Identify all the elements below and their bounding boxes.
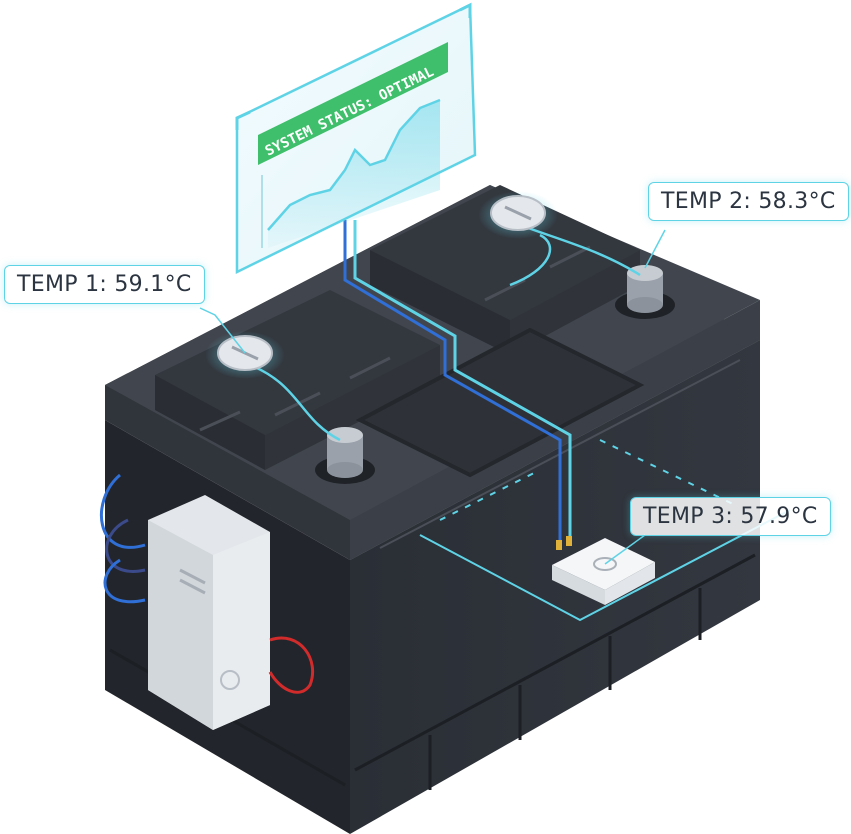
temp-1-label: TEMP 1: 59.1°C [4, 265, 205, 304]
sensor-disc-1 [205, 331, 285, 379]
terminal-left [315, 427, 375, 484]
terminal-right [615, 265, 675, 319]
module-wires [99, 473, 315, 694]
status-banner [258, 42, 448, 165]
sensor-hub [552, 536, 655, 605]
projection-lines [419, 439, 791, 622]
status-panel: SYSTEM STATUS: OPTIMAL [235, 2, 477, 275]
temp-3-label: TEMP 3: 57.9°C [630, 497, 831, 536]
status-chart-line [267, 98, 441, 231]
temp-2-label: TEMP 2: 58.3°C [648, 182, 849, 221]
label-leaders [199, 229, 666, 565]
sensor-disc-2 [478, 191, 558, 239]
control-module [148, 495, 270, 730]
data-cables [343, 220, 572, 540]
battery-lid [155, 185, 645, 478]
